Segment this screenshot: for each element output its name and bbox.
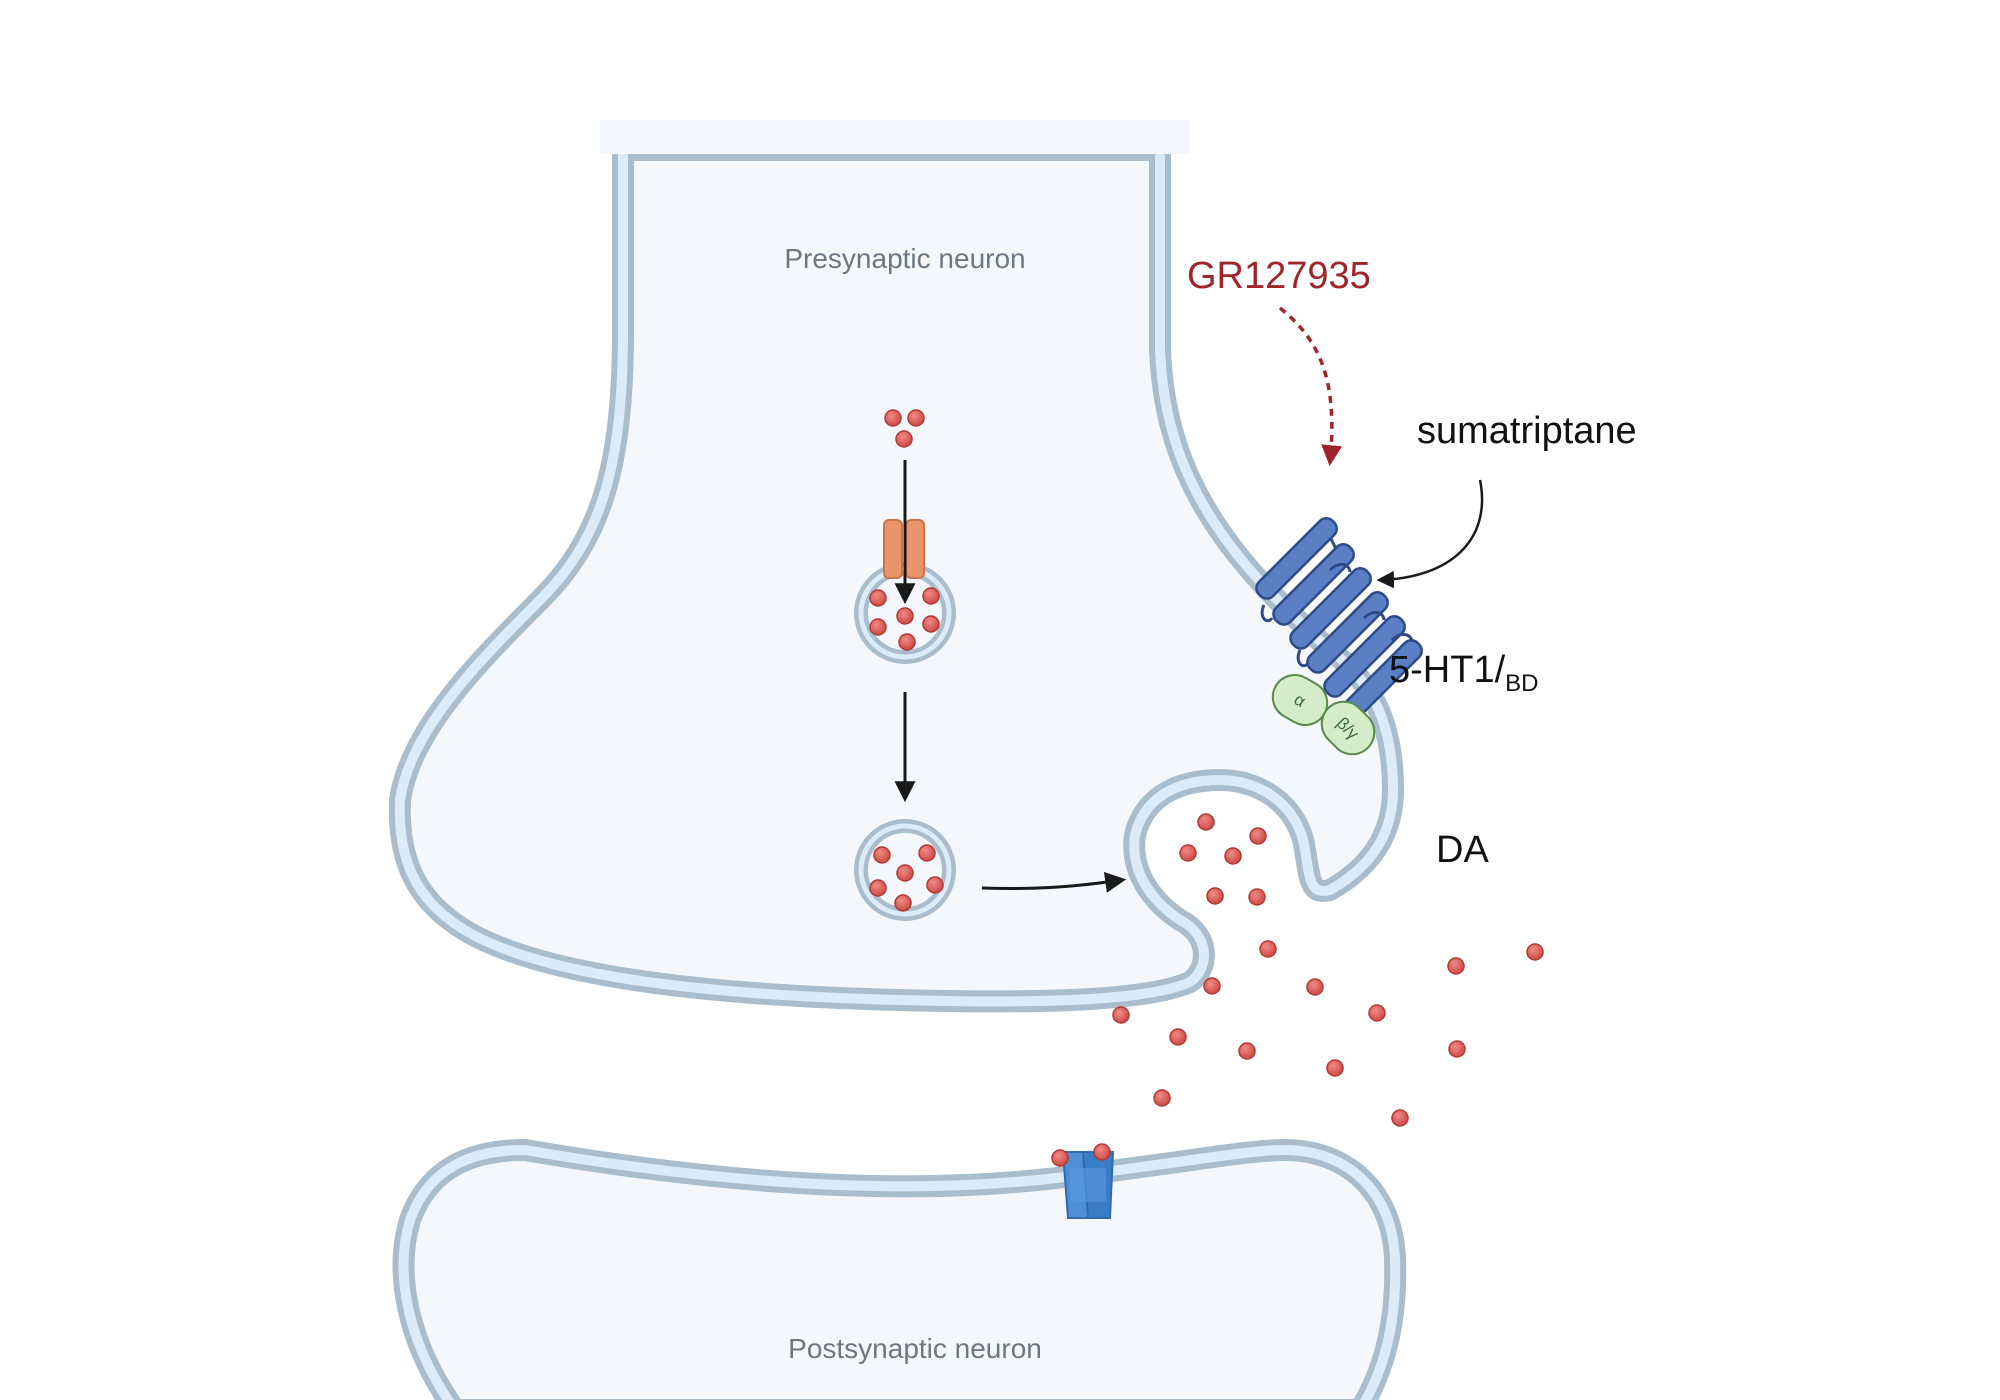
- agonist-label: sumatriptane: [1417, 410, 1637, 452]
- postsynaptic-label: Postsynaptic neuron: [788, 1333, 1042, 1364]
- cytosolic-dopamine: [884, 409, 925, 448]
- vmat-transporter-icon: [883, 519, 925, 579]
- released-dopamine: [1112, 813, 1544, 1127]
- receptor-label: 5-HT1/BD: [1389, 649, 1538, 697]
- exocytosis-arrow: [981, 871, 1127, 893]
- dopamine-label: DA: [1436, 829, 1489, 871]
- antagonist-label: GR127935: [1187, 255, 1371, 297]
- ion-channel-icon: [1051, 1143, 1115, 1219]
- vesicle-filled: [854, 819, 956, 921]
- postsynaptic-neuron: [392, 1139, 1407, 1400]
- antagonist-arrow: [1278, 306, 1343, 467]
- presynaptic-label: Presynaptic neuron: [784, 243, 1025, 274]
- agonist-arrow: [1376, 479, 1484, 589]
- gpcr-7tm-icon: [1255, 517, 1423, 722]
